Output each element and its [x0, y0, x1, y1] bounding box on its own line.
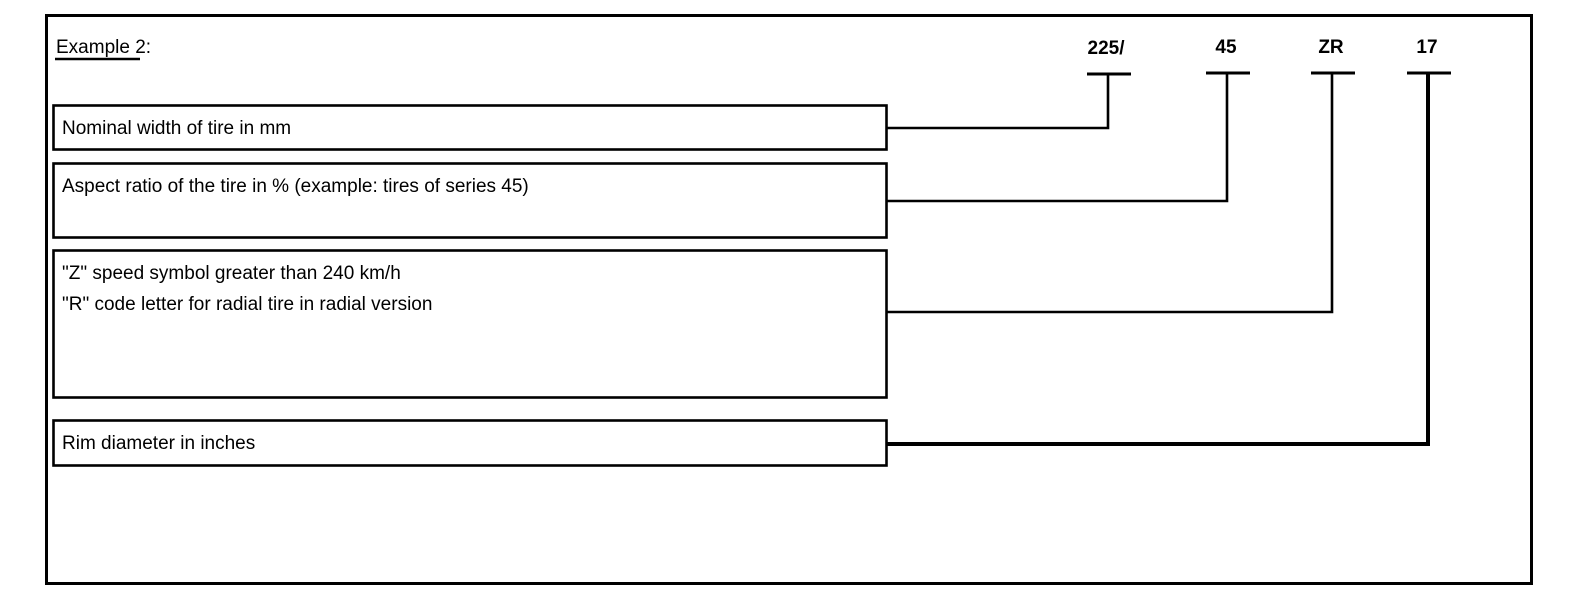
desc-text-width: Nominal width of tire in mm: [62, 118, 291, 139]
desc-text-aspect-ratio: Aspect ratio of the tire in % (example: …: [62, 176, 529, 197]
desc-text-speed-symbol: "Z" speed symbol greater than 240 km/h: [62, 263, 401, 284]
code-label-rim-diameter: 17: [1416, 37, 1437, 58]
desc-box-aspect-ratio: [52, 162, 888, 239]
page-title: Example 2:: [56, 37, 151, 58]
leader-line-speed-construction: [886, 74, 1334, 314]
desc-text-radial-code: "R" code letter for radial tire in radia…: [62, 294, 432, 315]
code-label-speed-construction: ZR: [1318, 37, 1344, 58]
leader-line-aspect-ratio: [886, 74, 1229, 203]
code-label-width: 225/: [1088, 38, 1126, 59]
code-label-aspect-ratio: 45: [1215, 37, 1237, 58]
leader-line-rim-diameter: [886, 74, 1430, 446]
desc-box-speed-construction: [52, 249, 888, 399]
desc-text-rim-diameter: Rim diameter in inches: [62, 433, 255, 454]
leader-line-width: [886, 75, 1110, 130]
